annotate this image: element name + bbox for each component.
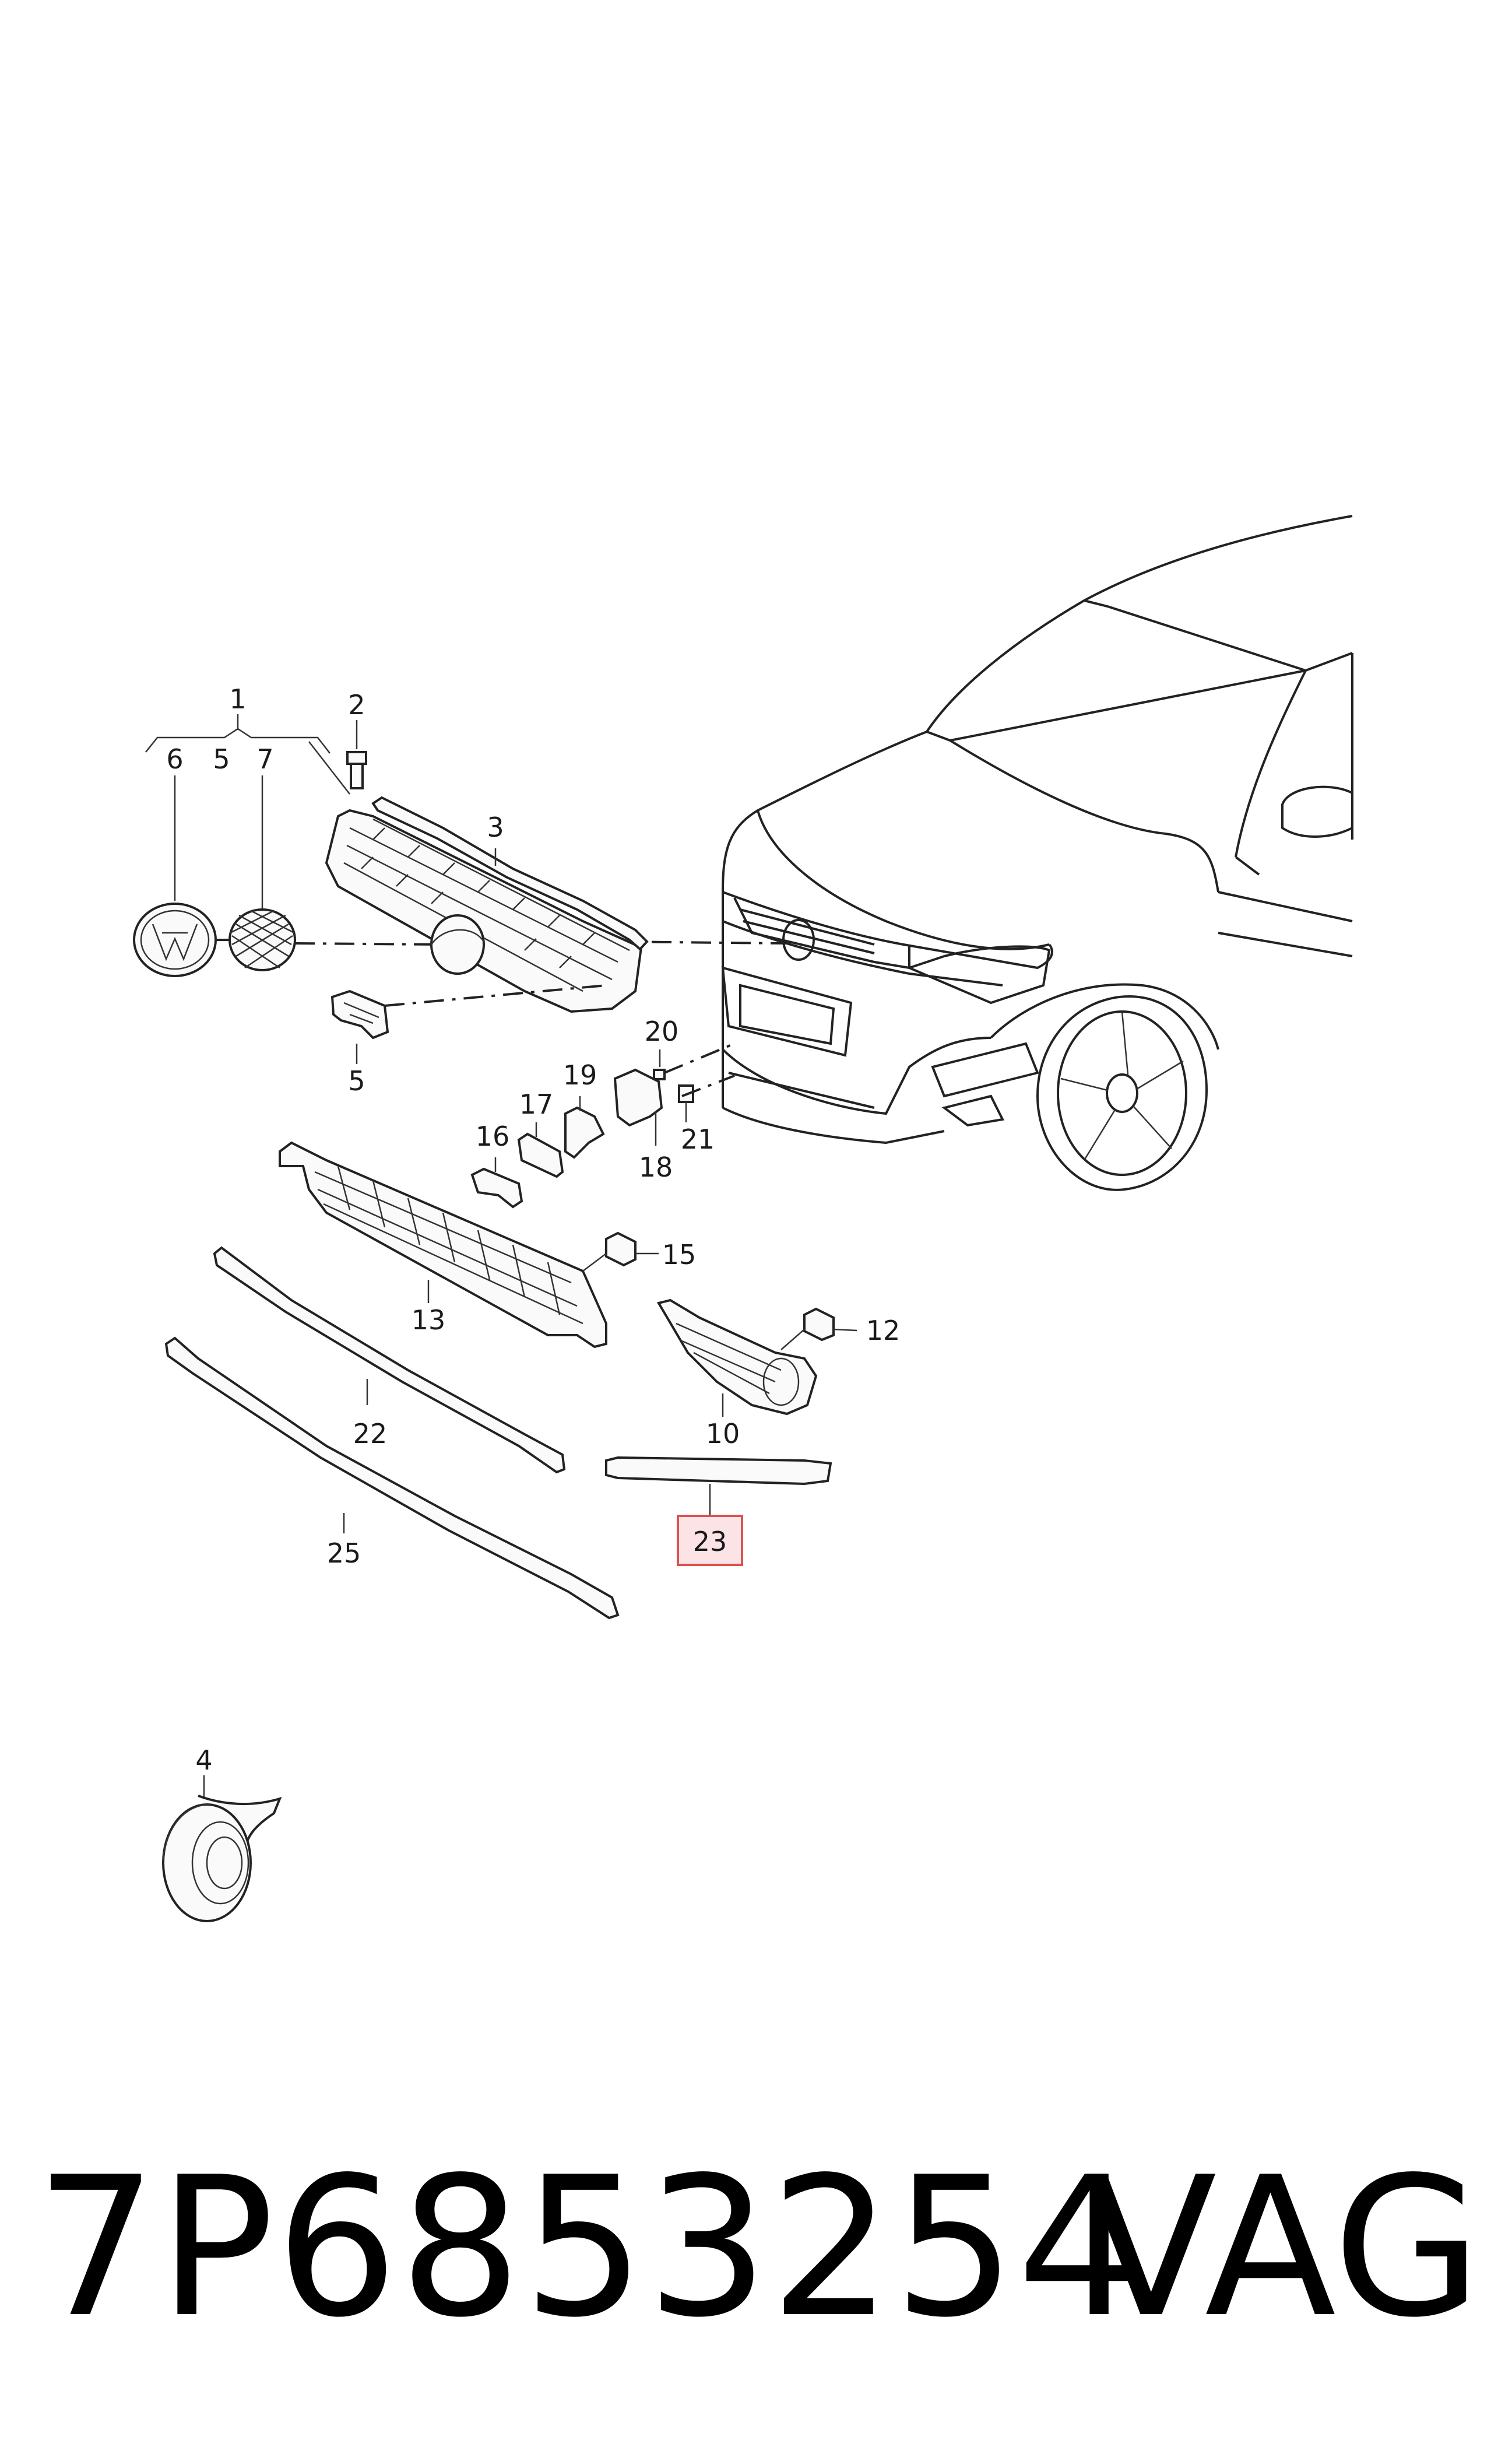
emblem-part-6: [133, 903, 217, 977]
clip-part-15: [582, 1231, 659, 1272]
callout-group-1: [145, 714, 350, 912]
callout-23: 23: [693, 1526, 727, 1557]
mesh-insert-part-7: [228, 908, 296, 971]
callout-22: 22: [353, 1418, 388, 1449]
trim-strip-part-22: [213, 1246, 566, 1474]
main-grille-part-1: [325, 809, 643, 1013]
callout-20: 20: [645, 1016, 679, 1047]
side-grille-part-10: [656, 1298, 818, 1417]
callout-19: 19: [563, 1059, 597, 1091]
clip-part-5: [330, 984, 607, 1064]
vehicle-outline: [721, 515, 1353, 1191]
callout-16: 16: [476, 1121, 510, 1152]
callout-13: 13: [412, 1304, 446, 1336]
brand-name: VAG: [1085, 2136, 1482, 2360]
callout-4: 4: [195, 1744, 212, 1776]
callout-7: 7: [256, 743, 273, 775]
clip-part-12: [780, 1307, 857, 1350]
highlight-box-23: [677, 1515, 743, 1566]
callout-1: 1: [229, 683, 246, 715]
callout-25: 25: [327, 1537, 361, 1569]
trim-strip-part-25: [164, 1336, 620, 1620]
trim-strip-part-3: [371, 796, 649, 951]
callout-18: 18: [639, 1151, 673, 1183]
callout-17: 17: [519, 1089, 554, 1120]
callout-5-clip: 5: [348, 1065, 365, 1097]
callout-5-top: 5: [213, 743, 230, 775]
callout-labels: 1 2 3 4 5 5 6 7 10 12 13 15 16 17 18 19 …: [166, 683, 900, 1776]
callout-15: 15: [662, 1239, 697, 1270]
callout-10: 10: [706, 1418, 740, 1449]
lower-grille-part-13: [279, 1141, 607, 1349]
tape-roll-part-4: [162, 1775, 282, 1922]
callout-6: 6: [166, 743, 183, 775]
callout-3: 3: [487, 812, 504, 843]
callout-12: 12: [866, 1315, 901, 1346]
part-number: 7P6853254: [35, 2136, 1141, 2360]
screw-part-2: [346, 720, 367, 789]
callout-2: 2: [348, 689, 365, 721]
trim-strip-part-23: [605, 1456, 832, 1516]
bracket-assembly-parts-16-21: [470, 1042, 735, 1209]
callout-21: 21: [681, 1124, 715, 1155]
